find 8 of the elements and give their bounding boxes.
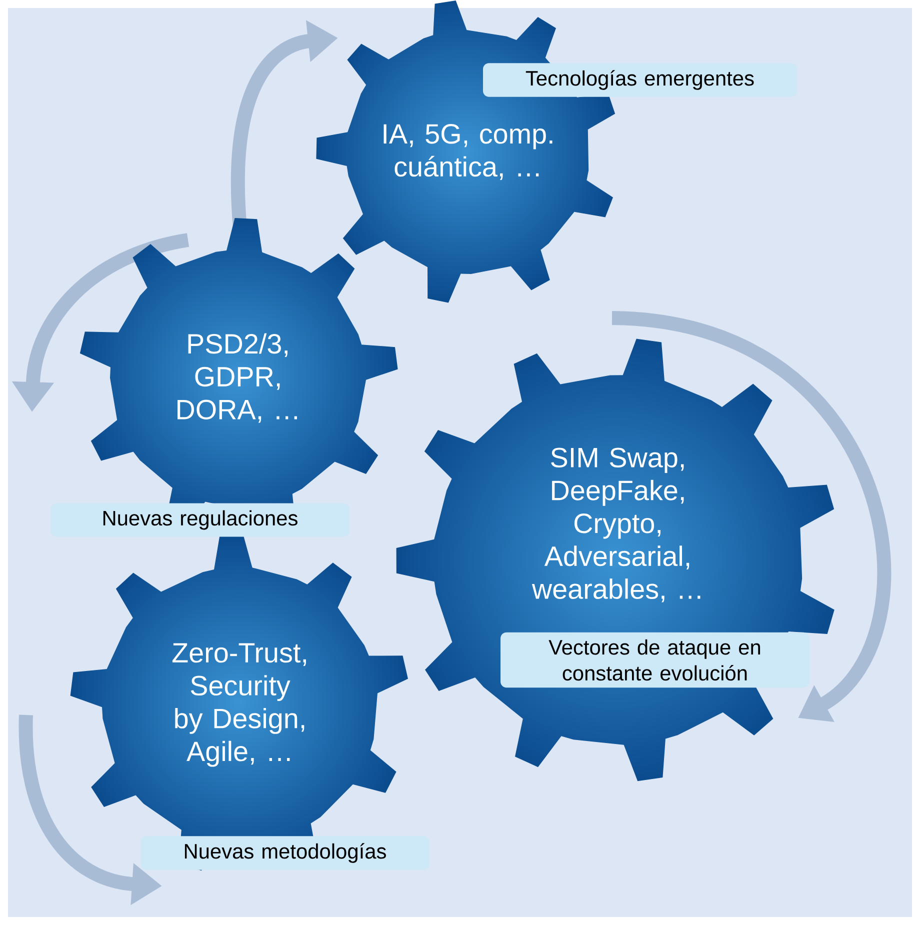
label-box: Nuevas metodologías (140, 836, 430, 870)
label-box: Tecnologías emergentes (483, 63, 797, 97)
gear: PSD2/3, GDPR, DORA, … (178, 333, 297, 423)
gear: IA, 5G, comp. cuántica, … (384, 124, 552, 180)
gear: Zero-Trust, Security by Design, Agile, … (172, 643, 306, 767)
label-box: Nuevas regulaciones (50, 503, 350, 537)
label-box: Vectores de ataque en constante evolución (500, 632, 810, 688)
gear: SIM Swap, DeepFake, Crypto, Adversarial, wearables, … (532, 448, 700, 602)
